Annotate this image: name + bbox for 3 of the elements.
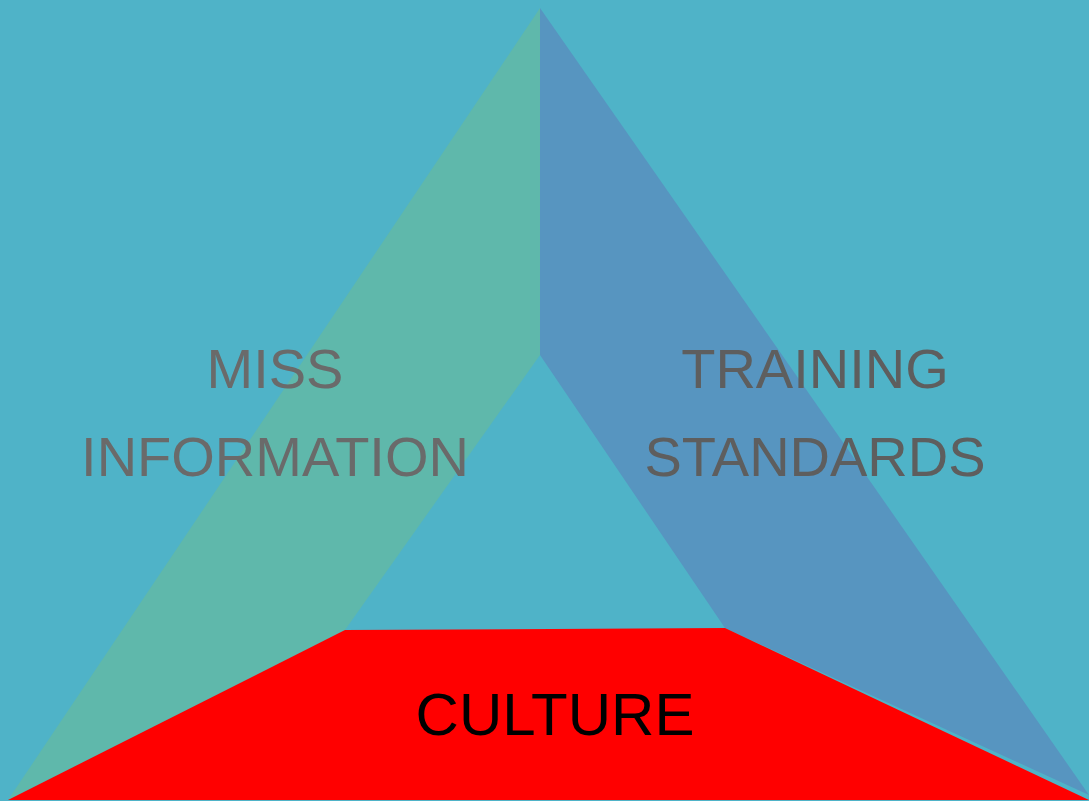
band-label: MISS INFORMATION (80, 336, 470, 490)
band-label: CULTURE (414, 680, 696, 750)
band-label: TRAINING STANDARDS (643, 336, 987, 490)
